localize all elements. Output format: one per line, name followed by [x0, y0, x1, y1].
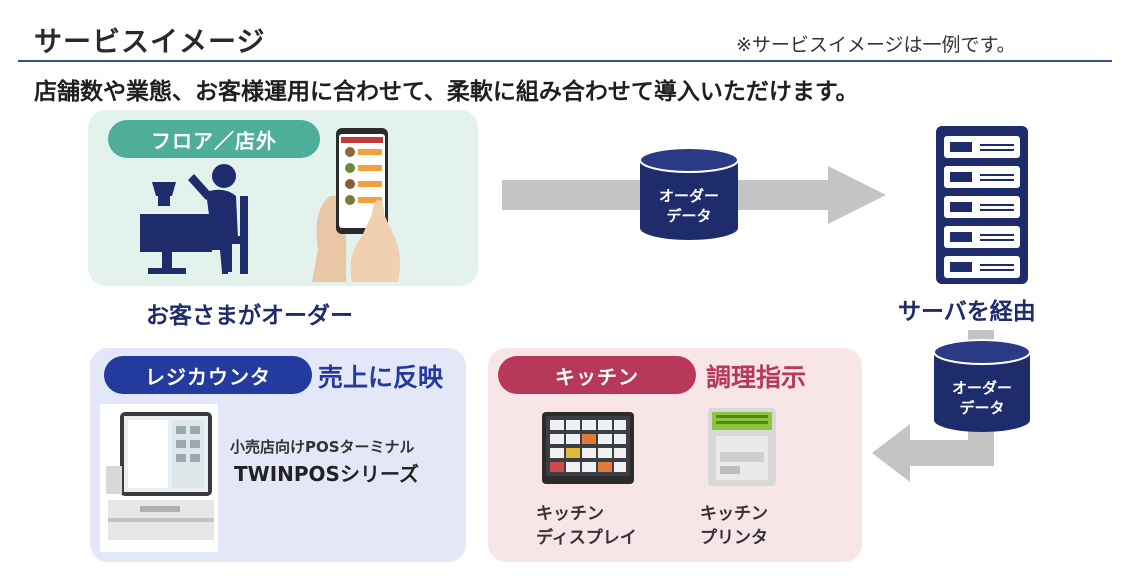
order-data-label: オーダー データ: [640, 186, 738, 226]
order-data-label: オーダー データ: [934, 378, 1030, 418]
server-rack-icon: [936, 126, 1028, 284]
order-data-line1: オーダー: [658, 187, 719, 205]
kitchen-printer-line1: キッチン: [700, 504, 768, 524]
kitchen-printer-label: キッチン プリンタ: [700, 502, 768, 550]
order-data-line2: データ: [666, 207, 712, 225]
server-caption: サーバを経由: [898, 299, 1036, 325]
lead-text: 店舗数や業態、お客様運用に合わせて、柔軟に組み合わせて導入いただけます。: [34, 79, 859, 105]
pos-product-series: TWINPOSシリーズ: [234, 462, 419, 486]
pos-terminal-icon: [100, 404, 218, 552]
title-note: ※サービスイメージは一例です。: [736, 34, 1016, 56]
database-icon: [933, 339, 1031, 432]
diner-icon: [140, 164, 248, 274]
order-data-line1: オーダー: [951, 379, 1012, 397]
kitchen-action-label: 調理指示: [706, 363, 807, 392]
customer-order-caption: お客さまがオーダー: [146, 303, 353, 329]
database-icon: [639, 147, 739, 240]
register-action-label: 売上に反映: [318, 363, 444, 392]
kitchen-label: キッチン: [498, 356, 696, 394]
register-label: レジカウンタ: [104, 356, 312, 394]
kitchen-printer-icon: [708, 408, 776, 486]
smartphone-order-icon: [312, 128, 400, 282]
kitchen-display-line2: ディスプレイ: [536, 528, 637, 548]
title-rule: [18, 60, 1112, 62]
page-title: サービスイメージ: [34, 25, 266, 58]
kitchen-display-line1: キッチン: [536, 504, 604, 524]
kitchen-display-icon: [542, 412, 634, 484]
order-data-line2: データ: [959, 399, 1005, 417]
kitchen-printer-line2: プリンタ: [700, 528, 768, 548]
pos-product-name: 小売店向けPOSターミナル: [230, 438, 415, 456]
floor-label: フロア／店外: [108, 120, 320, 158]
kitchen-display-label: キッチン ディスプレイ: [536, 502, 637, 550]
